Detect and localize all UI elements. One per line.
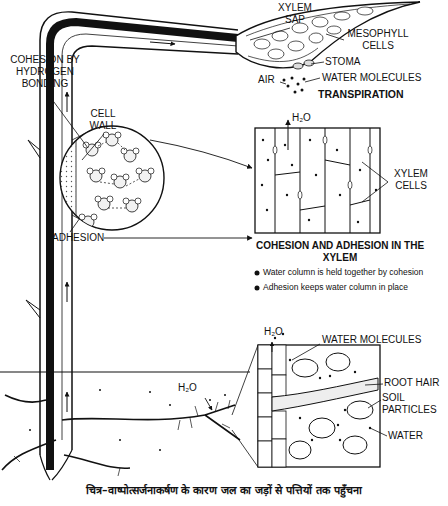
side-bud (26, 140, 40, 318)
part-label: XYLEM CELLS (388, 168, 434, 192)
soil-particle (289, 353, 373, 459)
water-dots (274, 333, 371, 441)
flow-arrow (150, 42, 175, 44)
water-vapour (283, 77, 306, 94)
leader-line (362, 182, 388, 202)
guard-cell (304, 60, 314, 66)
water-molecule (123, 198, 141, 212)
xylem-cell-wall (275, 128, 370, 233)
root-inset (258, 333, 387, 467)
ground-line (0, 371, 250, 372)
inset-heading: COHESION AND ADHESION IN THE XYLEM (250, 240, 430, 264)
bullet (255, 286, 260, 291)
inset-frame (255, 128, 380, 233)
part-label: AIR (258, 74, 275, 86)
flow-arrow (67, 392, 68, 412)
flow-arrow (272, 342, 273, 352)
formula-label: H₂O (292, 112, 311, 124)
part-label: MESOPHYLL CELLS (342, 28, 414, 52)
pointer-arrow (104, 238, 252, 239)
water-molecule (121, 148, 139, 162)
hydrogen-bond (98, 142, 139, 208)
part-label: WATER MOLECULES (322, 334, 421, 346)
note-text: Adhesion keeps water column in place (263, 282, 408, 292)
leader-line (48, 94, 88, 148)
part-label: ADHESION (52, 232, 104, 244)
stem-outline (72, 46, 238, 450)
leader-line (70, 218, 80, 232)
flow-arrow (67, 282, 68, 302)
part-label: COHESION BY HYDROGEN BONDING (2, 54, 88, 90)
figure-caption: चित्र–वाष्पोत्सर्जनाकर्षण के कारण जल का … (0, 482, 448, 497)
leaf-outline (236, 2, 420, 68)
formula-label: H₂O (178, 382, 197, 394)
water-molecule (95, 196, 113, 210)
guard-cell (293, 63, 303, 69)
part-label: SOIL PARTICLES (382, 392, 446, 416)
flow-arrow (205, 398, 212, 410)
inset-frame (258, 345, 380, 467)
part-label: XYLEM SAP (270, 2, 320, 26)
cell-wall (58, 120, 76, 240)
water-molecule (83, 142, 101, 156)
root (2, 395, 240, 470)
stem-outline (40, 12, 238, 455)
formula-label: H₂O (264, 326, 283, 338)
leader-line (82, 134, 104, 160)
water-molecule (79, 214, 97, 228)
stem-base (40, 450, 72, 480)
pointer-arrow (150, 140, 252, 168)
part-label: ROOT HAIR (384, 377, 439, 389)
part-label: CELL WALL (86, 108, 120, 132)
magnify-line (72, 215, 96, 228)
process-heading: TRANSPIRATION (318, 88, 404, 101)
flow-arrow (288, 120, 289, 150)
leader-line (362, 162, 388, 182)
leader-line (292, 344, 387, 436)
part-label: WATER MOLECULES (322, 72, 421, 84)
part-label: STOMA (325, 56, 360, 68)
root-hair (14, 400, 230, 476)
water-dots (261, 139, 377, 223)
soil-dots (29, 389, 226, 451)
note-text: Water column is held together by cohesio… (263, 267, 423, 277)
flow-arrow (67, 92, 68, 112)
xylem-vessel (50, 22, 238, 470)
xylem-inset (255, 120, 389, 291)
water-molecule (136, 168, 154, 182)
magnified-xylem (48, 94, 252, 240)
water-molecule (87, 168, 105, 182)
water-molecule (103, 132, 121, 146)
magnify-line (232, 345, 258, 467)
part-label: WATER (388, 430, 423, 442)
bullet (255, 271, 260, 276)
soil-and-roots (0, 345, 258, 476)
